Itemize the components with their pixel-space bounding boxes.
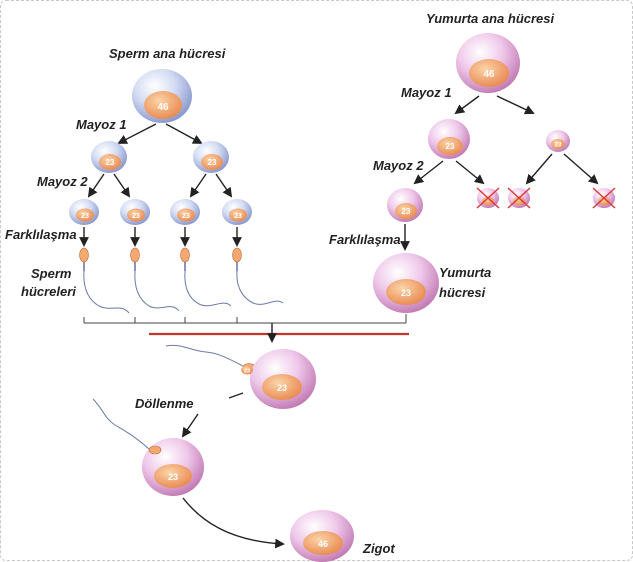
chromosome-number: 23 — [401, 288, 411, 298]
sperm-mother-cell: 46 — [132, 69, 192, 123]
spermatid-4: 23 — [222, 199, 252, 225]
spermatid-3: 23 — [170, 199, 200, 225]
spermatid-2: 23 — [120, 199, 150, 225]
joining-bracket — [83, 314, 409, 343]
chromosome-number: 23 — [234, 213, 242, 220]
arrow — [563, 153, 599, 185]
egg-mother-cell-label: Yumurta ana hücresi — [426, 11, 555, 26]
ootid: 23 — [387, 188, 423, 222]
fertilized-egg: 23 — [92, 398, 204, 496]
arrow — [113, 173, 131, 198]
arrow — [87, 173, 105, 198]
egg-with-approaching-sperm: 23 23 — [165, 344, 316, 409]
sperm-cells-label-line1: Sperm — [31, 266, 72, 281]
chromosome-number: 23 — [244, 369, 250, 375]
chromosome-number: 23 — [277, 383, 287, 393]
sperm-mother-chromosome-number: 46 — [157, 102, 169, 113]
meiosis1-left-label: Mayoz 1 — [76, 117, 127, 132]
chromosome-number: 23 — [106, 158, 115, 167]
zygote-label: Zigot — [362, 541, 395, 556]
polar-body-degenerated-3 — [592, 187, 616, 209]
arrow — [455, 160, 485, 185]
spermatid-1: 23 — [69, 199, 99, 225]
polar-body-degenerated-2 — [507, 187, 531, 209]
divider-line — [228, 392, 244, 399]
differentiation-right-label: Farklılaşma — [329, 232, 401, 247]
arrow — [181, 413, 199, 438]
egg-cell: 23 — [373, 253, 439, 313]
chromosome-number: 23 — [168, 472, 178, 482]
arrow — [496, 95, 535, 115]
arrow — [413, 160, 444, 185]
arrow — [525, 153, 553, 185]
cross-mark-icon — [592, 187, 616, 209]
secondary-spermatocyte-left: 23 — [91, 141, 127, 173]
chromosome-number: 23 — [402, 207, 411, 216]
sperm-cells-label-line2: hücreleri — [21, 284, 76, 299]
sperm-mother-cell-label: Sperm ana hücresi — [109, 46, 226, 61]
chromosome-number: 23 — [182, 213, 190, 220]
zygote-chromosome-number: 46 — [318, 539, 328, 549]
egg-cell-label-line2: hücresi — [439, 285, 486, 300]
arrow — [454, 95, 480, 115]
chromosome-number: 23 — [81, 213, 89, 220]
arrow — [215, 173, 233, 198]
egg-cell-label-line1: Yumurta — [439, 265, 491, 280]
polar-body-degenerated-1 — [476, 187, 500, 209]
chromosome-number: 23 — [446, 142, 455, 151]
first-polar-body: 23 — [546, 130, 570, 152]
sperm-cell-2 — [130, 247, 180, 312]
arrow — [189, 173, 207, 198]
egg-mother-chromosome-number: 46 — [483, 69, 495, 80]
fertilization-label: Döllenme — [135, 396, 194, 411]
differentiation-left-label: Farklılaşma — [5, 227, 77, 242]
sperm-cell-3 — [180, 247, 232, 307]
egg-mother-cell: 46 — [456, 33, 520, 93]
arrow — [117, 123, 157, 144]
arrow — [165, 123, 203, 144]
chromosome-number: 23 — [208, 158, 217, 167]
sperm-cell-1 — [79, 247, 130, 314]
cross-mark-icon — [476, 187, 500, 209]
zygote-cell: 46 — [290, 510, 354, 562]
chromosome-number: 23 — [555, 143, 562, 149]
secondary-spermatocyte-right: 23 — [193, 141, 229, 173]
meiosis2-right-label: Mayoz 2 — [373, 158, 424, 173]
meiosis2-left-label: Mayoz 2 — [37, 174, 88, 189]
secondary-oocyte: 23 — [428, 119, 470, 159]
chromosome-number: 23 — [132, 213, 140, 220]
sperm-cell-4 — [232, 247, 284, 305]
arrow — [182, 497, 285, 549]
cross-mark-icon — [507, 187, 531, 209]
meiosis1-right-label: Mayoz 1 — [401, 85, 452, 100]
